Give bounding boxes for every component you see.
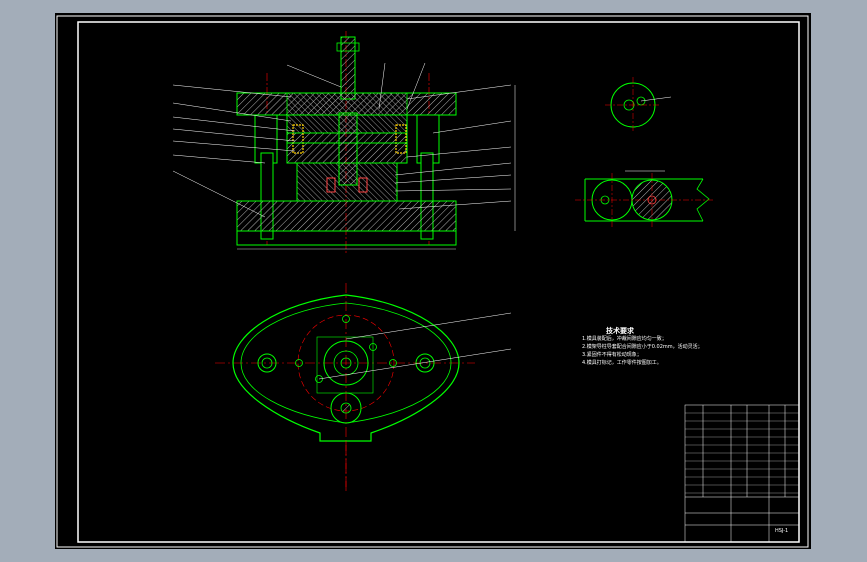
tech-requirement-item-1: 1.模具装配后，冲裁间隙应均匀一致；	[582, 336, 667, 342]
title-block-rows	[685, 412, 799, 494]
tech-requirement-item-2: 2.模架导柱导套配合间隙应小于0.02mm，活动灵活；	[582, 344, 703, 350]
cad-drawing	[56, 15, 809, 548]
strip-layout	[575, 170, 715, 227]
tech-requirement-item-4: 4.模具打标记，工作零件按图加工。	[582, 360, 662, 366]
punch	[338, 112, 358, 186]
punch-shank	[340, 36, 356, 100]
front-section-view	[172, 31, 516, 253]
drawing-number: HSJ-1	[775, 528, 789, 534]
tech-requirement-item-3: 3.紧固件不得有松动现象；	[582, 352, 642, 358]
plan-view	[215, 283, 512, 493]
inner-border	[77, 21, 800, 543]
outer-border	[56, 15, 809, 548]
part-view	[605, 77, 672, 133]
title-block	[684, 404, 800, 543]
drawing-sheet: 技术要求 1.模具装配后，冲裁间隙应均匀一致； 2.模架导柱导套配合间隙应小于0…	[55, 13, 811, 549]
lower-die-seat	[236, 200, 457, 232]
tech-requirements-title: 技术要求	[606, 327, 634, 335]
